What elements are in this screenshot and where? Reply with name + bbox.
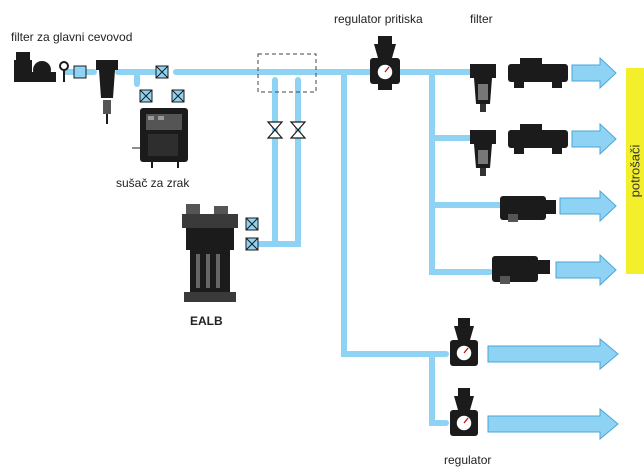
valve-block-icon — [508, 124, 568, 154]
main-drop-pipe — [341, 69, 443, 357]
consumers-label: potrošači — [627, 144, 643, 198]
ealb-feed-pipe-1 — [257, 77, 278, 247]
branch-vertical-2 — [429, 351, 449, 426]
main-filter-label: filter za glavni cevovod — [11, 30, 133, 44]
regulator-icon — [370, 36, 400, 90]
filter-icon — [96, 60, 118, 124]
receiver-box — [257, 53, 317, 93]
dryer-icon — [132, 108, 188, 168]
valve-icon — [139, 65, 185, 103]
regulator-label: regulator — [444, 453, 492, 467]
pipe-network — [63, 69, 503, 426]
pressure-regulator-label: regulator pritiska — [334, 12, 423, 26]
consumers-band: potrošači — [626, 68, 644, 274]
valve-icon — [73, 65, 87, 79]
valve-icon — [245, 217, 259, 251]
valve-block-icon — [508, 58, 568, 88]
compressor-icon — [14, 52, 69, 82]
solenoid-icon — [500, 196, 556, 222]
filter-label: filter — [470, 12, 493, 26]
valve-icon — [266, 121, 307, 139]
filter-icon — [470, 130, 496, 176]
air-dryer-label: sušač za zrak — [116, 176, 190, 190]
ealb-label: EALB — [190, 314, 223, 328]
ealb-icon — [182, 204, 238, 302]
regulator-icon — [450, 388, 478, 436]
arrow-icon — [487, 56, 619, 441]
solenoid-icon — [492, 256, 550, 284]
filter-icon — [470, 64, 496, 112]
regulator-icon — [450, 318, 478, 366]
